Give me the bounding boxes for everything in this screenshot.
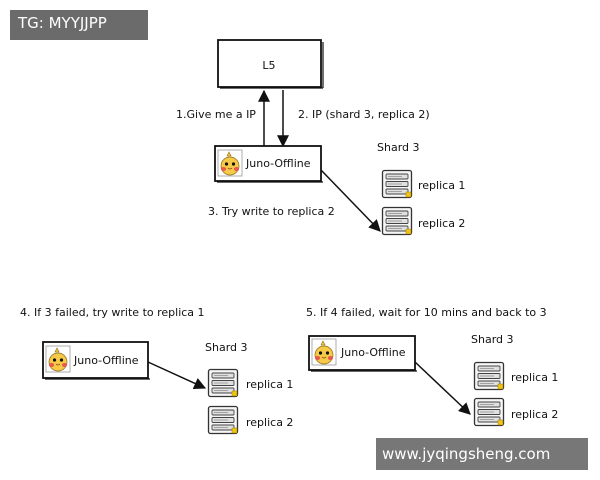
- write-arrow-replica1: [147, 361, 207, 389]
- load-balancer-label: L5: [262, 59, 275, 72]
- replica1-label-right: replica 1: [511, 371, 558, 384]
- write-arrow-retry: [414, 361, 471, 415]
- duck-avatar-icon: [311, 338, 337, 366]
- watermark-site-box: [376, 438, 588, 470]
- client-label-right: Juno-Offline: [340, 346, 406, 359]
- client-node-top: Juno-Offline: [214, 145, 323, 183]
- shard-label-right: Shard 3: [471, 333, 514, 346]
- replica2-label-right: replica 2: [511, 408, 558, 421]
- server-icon: [381, 206, 413, 236]
- server-icon: [207, 405, 239, 435]
- replica1-label-left: replica 1: [246, 378, 293, 391]
- server-icon: [473, 361, 505, 391]
- server-icon: [207, 368, 239, 398]
- server-icon: [473, 397, 505, 427]
- client-node-left: Juno-Offline: [42, 341, 150, 380]
- load-balancer-box: [217, 39, 322, 88]
- replica2-label-top: replica 2: [418, 217, 465, 230]
- load-balancer-node: L5: [217, 39, 324, 89]
- write-arrow-replica2: [320, 169, 381, 232]
- shard-label-left: Shard 3: [205, 341, 248, 354]
- step2-label: 2. IP (shard 3, replica 2): [298, 108, 430, 121]
- shard-label-top: Shard 3: [377, 141, 420, 154]
- watermark-tag: TG: MYYJJPP: [18, 14, 107, 32]
- duck-avatar-icon: [217, 149, 243, 177]
- duck-avatar-icon: [45, 345, 71, 373]
- replica1-label-top: replica 1: [418, 179, 465, 192]
- client-label-top: Juno-Offline: [245, 157, 311, 170]
- step4-label: 4. If 3 failed, try write to replica 1: [20, 306, 205, 319]
- watermark-tag-box: [10, 10, 148, 40]
- replica2-label-left: replica 2: [246, 416, 293, 429]
- client-node-right: Juno-Offline: [308, 335, 417, 372]
- server-icon: [381, 169, 413, 199]
- client-label-left: Juno-Offline: [73, 354, 139, 367]
- step5-label: 5. If 4 failed, wait for 10 mins and bac…: [306, 306, 547, 319]
- watermark-site: www.jyqingsheng.com: [382, 445, 551, 463]
- step1-label: 1.Give me a IP: [176, 108, 256, 121]
- step3-label: 3. Try write to replica 2: [208, 205, 335, 218]
